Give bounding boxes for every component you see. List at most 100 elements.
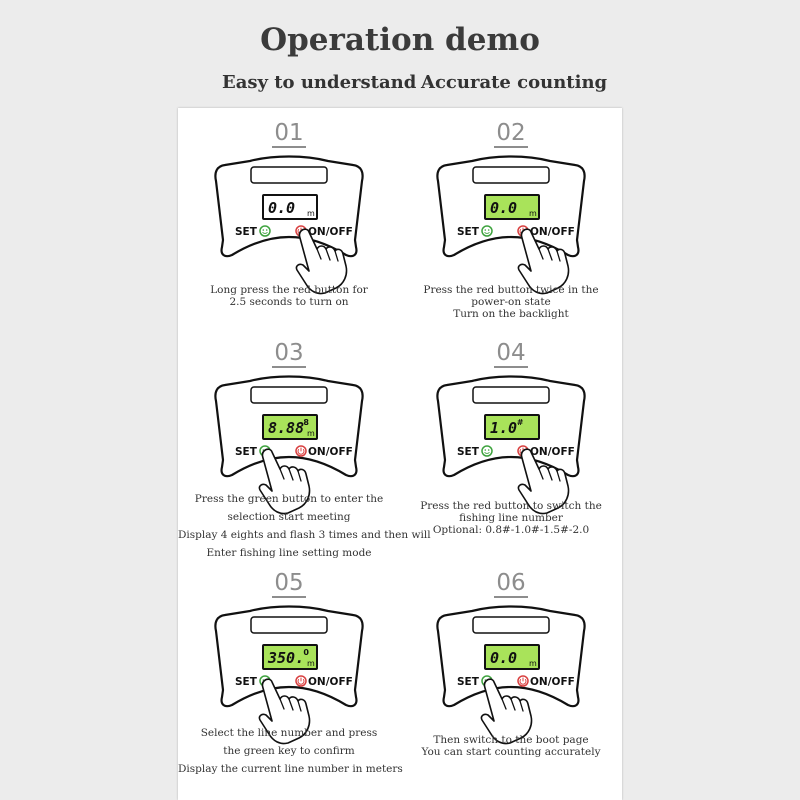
subtitle-easy: Easy to understand	[222, 72, 417, 93]
lcd-display	[484, 194, 540, 220]
lcd-value: 0.0	[268, 199, 295, 217]
lcd-display	[262, 194, 318, 220]
lcd-display	[484, 414, 540, 440]
step-number-text: 04	[494, 340, 528, 368]
lcd-display	[484, 644, 540, 670]
onoff-label: ON/OFF	[530, 226, 575, 238]
description-line: Press the red button to switch the	[420, 500, 602, 512]
lcd-value: 0.0	[490, 199, 517, 217]
description-line: Then switch to the boot page	[433, 734, 589, 746]
lcd-unit: m	[529, 209, 537, 218]
step-number-text: 02	[494, 120, 528, 148]
description-line: fishing line number	[459, 512, 563, 524]
lcd-display	[262, 644, 318, 670]
set-button[interactable]	[481, 225, 493, 237]
lcd-unit: m	[307, 209, 315, 218]
description-line: Optional: 0.8#-1.0#-1.5#-2.0	[432, 524, 590, 536]
top-window	[472, 166, 550, 184]
power-icon	[297, 447, 305, 455]
set-button[interactable]	[481, 445, 493, 457]
step-description: Press the green button to enter the selec…	[178, 490, 431, 562]
power-button[interactable]	[517, 675, 529, 687]
onoff-label: ON/OFF	[308, 226, 353, 238]
lcd-unit: m	[307, 429, 315, 438]
set-label: SET	[457, 676, 480, 688]
power-icon	[297, 677, 305, 685]
step-number: 06	[400, 570, 622, 598]
description-line: Press the green button to enter the	[194, 493, 384, 505]
pointing-hand-icon	[258, 678, 311, 745]
set-button[interactable]	[259, 225, 271, 237]
top-window	[250, 386, 328, 404]
page-title: Operation demo	[260, 22, 540, 58]
onoff-label: ON/OFF	[308, 446, 353, 458]
description-line: Press the red button twice in the	[423, 284, 599, 296]
set-label: SET	[457, 446, 480, 458]
onoff-label: ON/OFF	[530, 446, 575, 458]
top-window	[472, 386, 550, 404]
description-line: You can start counting accurately	[421, 746, 601, 758]
set-label: SET	[235, 446, 258, 458]
lcd-value: 0.0	[490, 649, 517, 667]
lcd-value: 8.88	[268, 419, 304, 437]
step-number-text: 06	[494, 570, 528, 598]
description-line: Long press the red button for	[210, 284, 368, 296]
step-number: 05	[178, 570, 400, 598]
set-label: SET	[235, 226, 258, 238]
step-number-text: 01	[272, 120, 306, 148]
top-window	[472, 616, 550, 634]
step-04: 04 1.0# SET ON/OFF Press the red button to s…	[400, 340, 622, 570]
smiley-icon	[484, 229, 490, 234]
lcd-value: 1.0	[490, 419, 517, 437]
power-icon	[519, 677, 527, 685]
step-number: 04	[400, 340, 622, 368]
step-number: 02	[400, 120, 622, 148]
set-label: SET	[457, 226, 480, 238]
pointing-hand-icon	[258, 448, 311, 515]
description-line: 2.5 seconds to turn on	[229, 296, 349, 308]
pointing-hand-icon	[517, 448, 570, 515]
onoff-label: ON/OFF	[308, 676, 353, 688]
step-number: 01	[178, 120, 400, 148]
step-number-text: 05	[272, 570, 306, 598]
power-button[interactable]	[295, 445, 307, 457]
lcd-unit: m	[307, 659, 315, 668]
lcd-superscript: #	[517, 418, 524, 427]
description-line: Enter fishing line setting mode	[206, 547, 372, 559]
subtitle-accurate: Accurate counting	[421, 72, 608, 93]
step-number-text: 03	[272, 340, 306, 368]
description-line: selection start meeting	[227, 511, 351, 523]
set-label: SET	[235, 676, 258, 688]
smiley-icon	[484, 449, 490, 454]
pointing-hand-icon	[480, 678, 533, 745]
top-window	[250, 616, 328, 634]
description-line: Select the line number and press	[200, 727, 378, 739]
smiley-icon	[262, 229, 268, 234]
power-button[interactable]	[295, 675, 307, 687]
step-description: Select the line number and press the gree…	[178, 724, 403, 778]
top-window	[250, 166, 328, 184]
description-line: Display 4 eights and flash 3 times and t…	[178, 529, 431, 541]
description-line: Turn on the backlight	[453, 308, 569, 320]
description-line: Display the current line number in meter…	[178, 763, 403, 775]
pointing-hand-icon	[517, 228, 570, 295]
description-line: the green key to confirm	[223, 745, 355, 757]
lcd-value: 350.	[267, 649, 304, 667]
lcd-superscript: 8	[303, 418, 309, 427]
lcd-display	[262, 414, 318, 440]
pointing-hand-icon	[295, 228, 348, 295]
lcd-unit: m	[529, 659, 537, 668]
